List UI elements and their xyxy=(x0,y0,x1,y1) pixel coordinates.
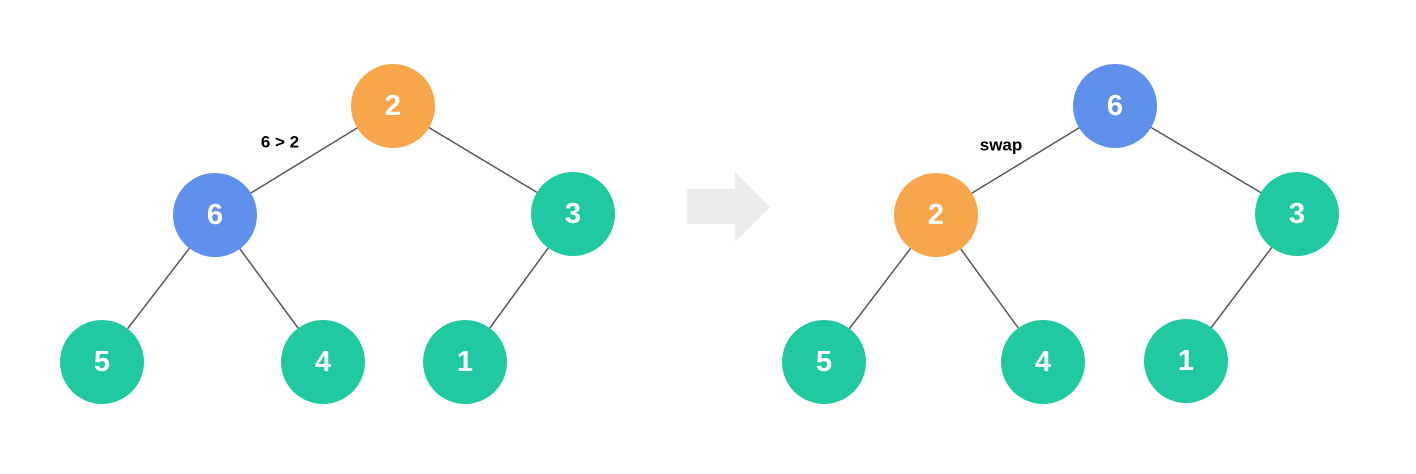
tree-node-4 xyxy=(1001,320,1085,404)
node-value-3: 3 xyxy=(1289,198,1305,230)
node-value-2: 2 xyxy=(385,90,401,122)
transform-arrow-icon xyxy=(687,172,770,242)
tree-node-5 xyxy=(60,320,144,404)
node-value-4: 4 xyxy=(315,346,331,378)
tree-node-1 xyxy=(1144,319,1228,403)
node-value-1: 1 xyxy=(1178,345,1194,377)
tree-node-5 xyxy=(782,320,866,404)
tree-node-1 xyxy=(423,320,507,404)
node-value-5: 5 xyxy=(94,346,110,378)
tree-node-2 xyxy=(351,64,435,148)
node-value-3: 3 xyxy=(565,198,581,230)
tree-node-3 xyxy=(531,172,615,256)
before-swap-tree: 2 6 3 5 4 1 6 > 2 xyxy=(60,64,615,404)
swap-annotation: swap xyxy=(980,136,1023,155)
node-value-6: 6 xyxy=(1107,90,1123,122)
tree-node-4 xyxy=(281,320,365,404)
compare-annotation: 6 > 2 xyxy=(261,133,299,152)
tree-node-6 xyxy=(173,173,257,257)
node-value-1: 1 xyxy=(457,346,473,378)
after-swap-tree: 6 2 3 5 4 1 swap xyxy=(782,64,1339,404)
tree-node-6 xyxy=(1073,64,1157,148)
node-value-2: 2 xyxy=(928,199,944,231)
tree-node-3 xyxy=(1255,172,1339,256)
tree-node-2 xyxy=(894,173,978,257)
node-value-5: 5 xyxy=(816,346,832,378)
node-value-6: 6 xyxy=(207,199,223,231)
node-value-4: 4 xyxy=(1035,346,1051,378)
